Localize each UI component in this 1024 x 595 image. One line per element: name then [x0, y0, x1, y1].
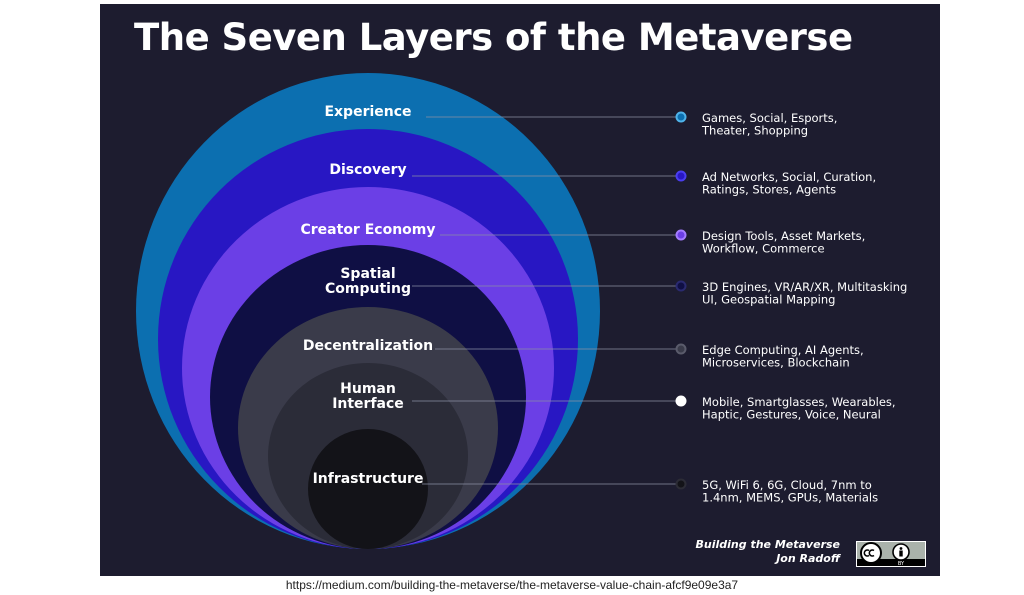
connector-dot-discovery	[675, 170, 687, 182]
credit-line-2: Jon Radoff	[776, 552, 840, 565]
layer-label-discovery: Discovery	[329, 162, 406, 178]
connector-dot-spatial-computing	[675, 280, 687, 292]
nested-layer-rings	[136, 73, 600, 549]
connector-dot-decentralization	[675, 343, 687, 355]
layer-description-human-interface: Mobile, Smartglasses, Wearables,Haptic, …	[702, 395, 896, 422]
connector-dot-infrastructure	[675, 478, 687, 490]
creative-commons-icon	[860, 542, 882, 564]
layer-description-decentralization: Edge Computing, AI Agents,Microservices,…	[702, 343, 864, 370]
layer-ring-infrastructure	[308, 429, 428, 549]
layer-descriptions: Games, Social, Esports,Theater, Shopping…	[701, 111, 907, 505]
layer-connectors	[412, 111, 687, 490]
cc-by-license-badge: BY	[856, 541, 926, 567]
attribution-icon	[892, 543, 910, 561]
connector-dot-human-interface	[675, 395, 687, 407]
credit-line-1: Building the Metaverse	[695, 538, 840, 551]
layer-label-decentralization: Decentralization	[303, 338, 433, 354]
layer-label-experience: Experience	[324, 104, 411, 120]
license-label: BY	[898, 561, 905, 566]
layer-description-creator-economy: Design Tools, Asset Markets,Workflow, Co…	[702, 229, 865, 256]
layer-description-experience: Games, Social, Esports,Theater, Shopping	[701, 111, 837, 138]
source-url: https://medium.com/building-the-metavers…	[285, 578, 739, 592]
layer-label-infrastructure: Infrastructure	[313, 471, 424, 487]
layer-description-discovery: Ad Networks, Social, Curation,Ratings, S…	[702, 170, 876, 197]
connector-dot-creator-economy	[675, 229, 687, 241]
author-credit: Building the Metaverse Jon Radoff	[696, 538, 840, 566]
infographic-title: The Seven Layers of the Metaverse	[134, 16, 853, 59]
layer-label-creator-economy: Creator Economy	[301, 222, 436, 238]
connector-dot-experience	[675, 111, 687, 123]
infographic-panel: The Seven Layers of the Metaverse Experi…	[100, 4, 940, 576]
